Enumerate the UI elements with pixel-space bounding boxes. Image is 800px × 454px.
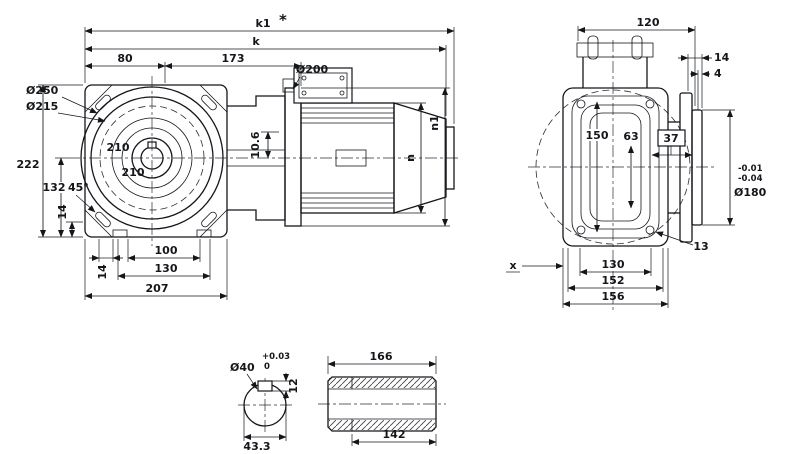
dim-152-label: 152 <box>602 274 625 287</box>
dim-n1-label: n1 <box>428 115 441 131</box>
shaft-dim-142: 142 <box>351 428 437 446</box>
front-dim-k: k <box>84 35 447 116</box>
shaft-side-view: 166 142 <box>318 350 446 446</box>
dim-156-label: 156 <box>602 290 625 303</box>
dim-n-label: n <box>404 154 417 162</box>
dim-132-label: 132 <box>43 181 66 194</box>
dim-173-label: 173 <box>222 52 245 65</box>
side-dim-d180: -0.01 -0.04 Ø180 <box>702 109 767 226</box>
side-view: 120 14 4 150 63 37 <box>506 16 767 312</box>
dim-120-label: 120 <box>637 16 660 29</box>
side-dim-13: 13 <box>655 231 709 253</box>
d180-tol-bottom: -0.04 <box>738 174 763 184</box>
corner-slot-top-right <box>201 94 217 111</box>
side-dim-37: 37 <box>651 129 693 158</box>
dim-100-label: 100 <box>155 244 178 257</box>
side-housing-outline <box>562 87 669 247</box>
dim-d250-label: Ø250 <box>26 84 59 97</box>
front-dim-n: n <box>394 102 426 214</box>
dim-43-3-label: 43.3 <box>243 440 270 453</box>
shaft-keyway <box>257 380 273 392</box>
shaft-dim-43-3: 43.3 <box>243 407 287 453</box>
dim-k1-label: k1 <box>256 17 271 30</box>
d40-tol-bottom: 0 <box>264 362 270 372</box>
front-dim-80-173: 80 173 <box>84 52 302 86</box>
front-dim-14-left: 14 <box>56 204 83 238</box>
motor-fins <box>301 107 394 209</box>
front-dim-k1: k1 * <box>84 11 455 124</box>
motor-nameplate <box>335 149 367 167</box>
keyway-hatch-bottom <box>329 420 435 430</box>
front-dim-132-45: 132 45° <box>43 157 96 238</box>
dim-d200-label: Ø200 <box>296 63 329 76</box>
dim-142-label: 142 <box>383 428 406 441</box>
corner-slot-top-left <box>95 94 111 111</box>
flange-pilot-180 <box>691 109 703 226</box>
d180-tol-top: -0.01 <box>738 164 763 174</box>
dim-k-label: k <box>252 35 260 48</box>
shaft-end-view: Ø40 +0.03 0 12 43.3 <box>230 352 300 453</box>
dim-166-label: 166 <box>370 350 393 363</box>
terminal-box <box>293 67 353 104</box>
dim-130-side-label: 130 <box>602 258 625 271</box>
front-dim-d250-d215: Ø250 Ø215 <box>26 84 106 123</box>
front-dim-d200: Ø200 <box>292 63 329 90</box>
front-view: k1 * k 80 173 Ø200 222 <box>17 11 458 300</box>
corner-slot-bottom-right <box>201 211 217 228</box>
dim-k1-star: * <box>279 11 287 29</box>
dim-210b-label: 210 <box>122 166 145 179</box>
dim-222-label: 222 <box>17 158 40 171</box>
side-output-flange <box>668 92 703 243</box>
gearbox-housing-outline <box>84 84 228 238</box>
dim-4-label: 4 <box>714 67 722 80</box>
dim-14-left-label: 14 <box>56 204 69 220</box>
front-dims-bottom: 14 100 130 207 <box>84 239 228 300</box>
dim-80-label: 80 <box>117 52 133 65</box>
dim-45deg-label: 45° <box>68 181 89 194</box>
dim-14-bottom-label: 14 <box>96 264 109 280</box>
dim-10-6-label: 10.6 <box>249 131 262 158</box>
motor-flange <box>284 87 302 227</box>
front-dim-10-6: 10.6 <box>249 131 279 159</box>
shaft-dim-12: 12 <box>272 373 300 399</box>
front-dim-n1: n1 <box>301 87 450 227</box>
side-top-foot <box>576 35 654 88</box>
dim-d215-label: Ø215 <box>26 100 58 113</box>
corner-hole-13 <box>645 225 655 235</box>
side-dim-120: 120 <box>577 16 696 106</box>
dim-d40-label: Ø40 <box>230 361 255 374</box>
dim-d180-label: Ø180 <box>734 186 767 199</box>
dim-63-label: 63 <box>623 130 638 143</box>
side-datum-x: x <box>506 259 564 273</box>
side-dims-bottom: 130 152 156 <box>562 248 669 308</box>
dim-210a-label: 210 <box>107 141 130 154</box>
datum-x-label: x <box>509 259 516 272</box>
side-dim-14-4: 14 4 <box>678 51 730 110</box>
side-dim-150-63: 150 63 <box>584 101 639 233</box>
dim-207-label: 207 <box>146 282 169 295</box>
side-housing <box>562 87 669 247</box>
dim-13-label: 13 <box>693 240 708 253</box>
d40-tol-top: +0.03 <box>262 352 290 362</box>
shaft-dim-166: 166 <box>327 350 437 374</box>
dim-150-label: 150 <box>586 129 609 142</box>
corner-slot-bottom-left <box>95 211 111 228</box>
dim-37-label: 37 <box>663 132 678 145</box>
front-housing <box>84 84 228 238</box>
shaft-dim-d40: Ø40 +0.03 0 <box>230 352 290 390</box>
dim-130-label: 130 <box>155 262 178 275</box>
keyway-hatch-top <box>329 378 435 388</box>
dim-12-label: 12 <box>287 378 300 393</box>
dim-14-side-label: 14 <box>714 51 730 64</box>
